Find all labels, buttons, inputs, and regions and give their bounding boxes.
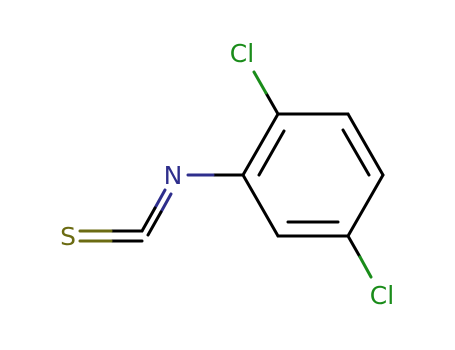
bond-ring-c5-c6	[241, 173, 280, 238]
bond-ring-c3-c4	[346, 173, 385, 238]
bond-c1-cl-green	[252, 70, 268, 95]
bond-ring-c6-c1	[241, 112, 280, 177]
ring-bonds	[241, 112, 385, 238]
atom-n: N	[164, 161, 183, 190]
atom-cl-top: Cl	[230, 39, 254, 68]
bond-ring-c6-c1-inner	[257, 129, 286, 177]
atom-labels: Cl Cl N S	[60, 39, 394, 310]
bond-ring-c2-c3-inner	[341, 128, 371, 177]
atom-cl-bottom: Cl	[370, 281, 394, 310]
bond-c4-cl-green	[358, 255, 373, 279]
bond-n-c-black-b	[146, 210, 163, 237]
bond-ring-c2-c3	[346, 112, 385, 177]
bond-c4-cl-black	[346, 234, 362, 259]
atom-s: S	[60, 222, 76, 251]
bond-n-c-blue-b	[159, 192, 173, 214]
bond-c1-cl-black	[264, 91, 280, 116]
bond-n-c-blue-a	[153, 188, 167, 210]
bond-n-c-black-a	[140, 206, 157, 233]
substituent-bonds	[78, 70, 373, 279]
